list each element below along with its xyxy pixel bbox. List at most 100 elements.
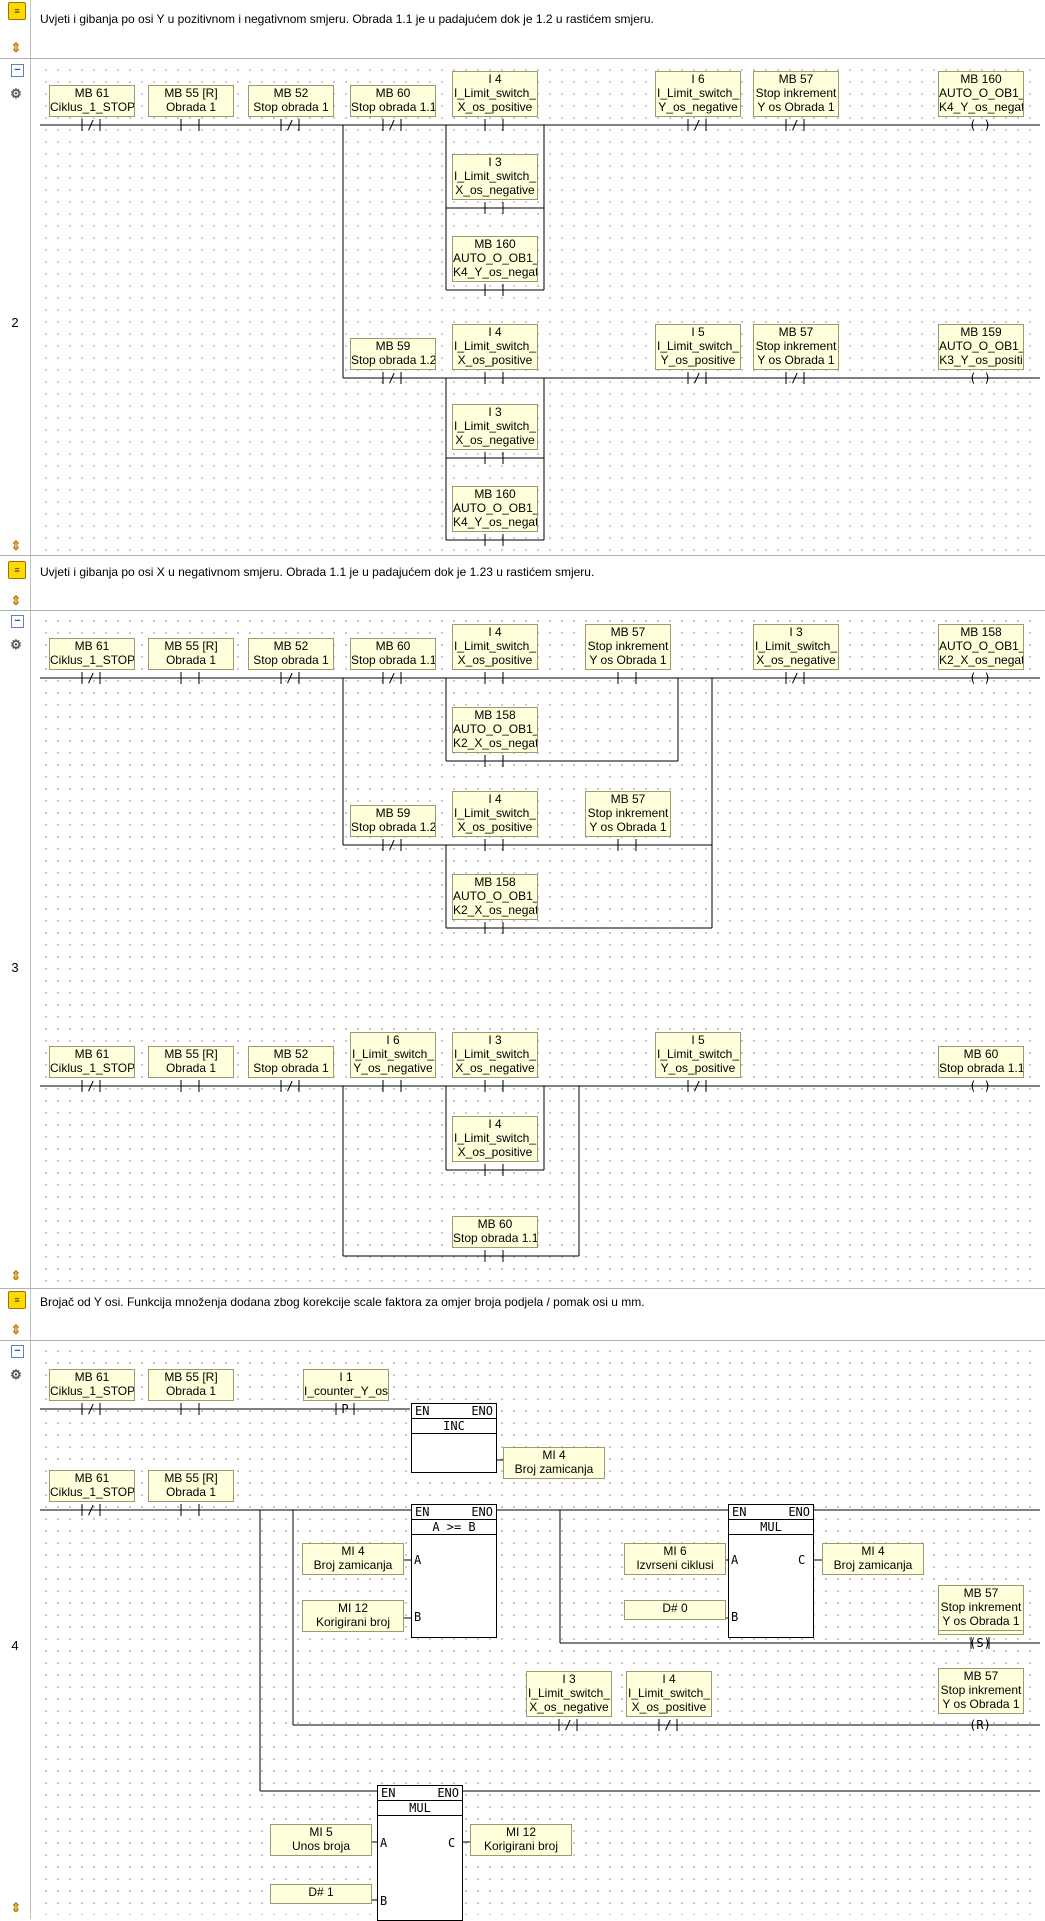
network-comment[interactable]: Uvjeti i gibanja po osi Y u pozitivnom i… bbox=[40, 12, 654, 26]
operand-label-mb55[interactable]: MB 55 [R]Obrada 1 bbox=[148, 638, 234, 670]
operand-label-d1[interactable]: D# 1 bbox=[270, 1884, 372, 1904]
resize-arrows-icon[interactable]: ⇕ bbox=[10, 593, 22, 608]
operand-label-mb55[interactable]: MB 55 [R]Obrada 1 bbox=[148, 85, 234, 117]
operand-text: K3_Y_os_positi bbox=[939, 353, 1023, 367]
operand-text: I_Limit_switch_ bbox=[656, 1047, 740, 1061]
operand-text: MI 4 bbox=[341, 1544, 365, 1558]
resize-arrows-icon[interactable]: ⇕ bbox=[10, 40, 22, 55]
operand-text: X_os_negative bbox=[756, 653, 836, 667]
comment-icon[interactable]: ≡ bbox=[8, 561, 26, 579]
operand-text: X_os_positive bbox=[457, 100, 533, 114]
normally-closed-contact-symbol: / bbox=[791, 371, 798, 385]
network-grid bbox=[40, 615, 1040, 1283]
eno-pin: ENO bbox=[471, 1505, 493, 1519]
coil-symbol: ( ) bbox=[969, 371, 991, 385]
operand-text: I 5 bbox=[691, 325, 705, 339]
collapse-icon[interactable]: − bbox=[11, 64, 24, 77]
operand-text: I_Limit_switch_ bbox=[527, 1686, 611, 1700]
operand-text: I_Limit_switch_ bbox=[453, 1131, 537, 1145]
collapse-icon[interactable]: − bbox=[11, 615, 24, 628]
network-settings-icon[interactable]: ⚙ bbox=[10, 1367, 22, 1382]
comment-icon[interactable]: ≡ bbox=[8, 1291, 26, 1309]
operand-label-d0[interactable]: D# 0 bbox=[624, 1600, 726, 1620]
operand-label-mb55[interactable]: MB 55 [R]Obrada 1 bbox=[148, 1046, 234, 1078]
network-comment[interactable]: Brojač od Y osi. Funkcija množenja dodan… bbox=[40, 1295, 645, 1309]
operand-text: Obrada 1 bbox=[165, 1061, 217, 1075]
network-comment[interactable]: Uvjeti i gibanja po osi X u negativnom s… bbox=[40, 565, 595, 579]
operand-text: X_os_positive bbox=[631, 1700, 707, 1714]
network-settings-icon[interactable]: ⚙ bbox=[10, 637, 22, 652]
operand-text: MI 5 bbox=[309, 1825, 333, 1839]
operand-text: Obrada 1 bbox=[165, 1485, 217, 1499]
operand-text: I_Limit_switch_ bbox=[453, 639, 537, 653]
resize-arrows-icon[interactable]: ⇕ bbox=[10, 1900, 22, 1915]
operand-label-mb55[interactable]: MB 55 [R]Obrada 1 bbox=[148, 1369, 234, 1401]
resize-arrows-icon[interactable]: ⇕ bbox=[10, 1268, 22, 1283]
operand-text: AUTO_O_OB1_ bbox=[939, 86, 1024, 100]
operand-text: Broj zamicanja bbox=[514, 1462, 594, 1476]
resize-arrows-icon[interactable]: ⇕ bbox=[10, 1322, 22, 1337]
collapse-icon[interactable]: − bbox=[11, 1345, 24, 1358]
output-c-pin: C bbox=[448, 1836, 456, 1850]
resize-arrows-icon[interactable]: ⇕ bbox=[10, 538, 22, 553]
comment-icon[interactable]: ≡ bbox=[8, 2, 26, 20]
operand-label-mb55[interactable]: MB 55 [R]Obrada 1 bbox=[148, 1470, 234, 1502]
network-settings-icon[interactable]: ⚙ bbox=[10, 86, 22, 101]
operand-text: Stop inkrement bbox=[587, 806, 669, 820]
